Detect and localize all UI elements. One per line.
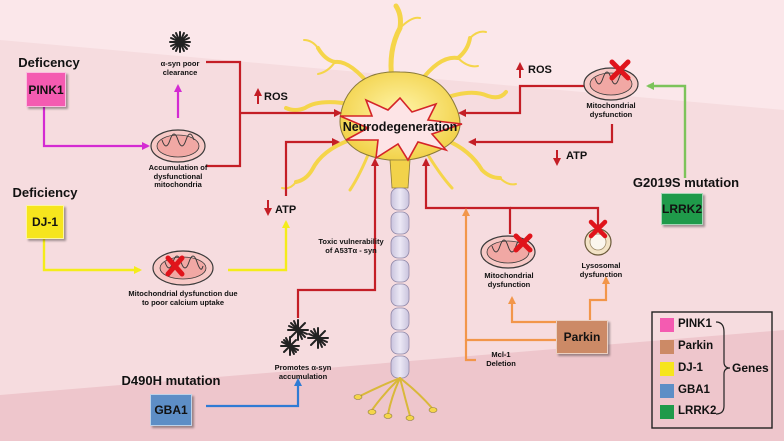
arrow-parkin-to-mito: [508, 296, 560, 324]
promotes-label: Promotes α-syn accumulation: [274, 363, 332, 381]
arrow-lyso-to-neuron: [510, 206, 600, 226]
gene-label-parkin: Parkin: [563, 330, 601, 344]
legend-swatch-lrrk2: [660, 405, 674, 419]
d490h-label: D490H mutation: [121, 373, 221, 388]
dj1-deficiency-label: Deficiency: [12, 185, 78, 200]
pink1-deficency-label: Deficency: [18, 55, 80, 70]
arrow-dj1-to-mito: [42, 238, 142, 274]
legend-swatch-dj1: [660, 362, 674, 376]
legend-label-dj1: DJ-1: [678, 362, 703, 374]
gene-box-lrrk2: LRRK2: [661, 193, 703, 225]
lyso-dys-label: Lysosomal dysfunction: [579, 261, 623, 279]
arrow-pink1-to-accumulation: [42, 106, 150, 150]
legend-group-label: Genes: [732, 361, 769, 375]
gene-label-lrrk2: LRRK2: [662, 202, 703, 216]
arrow-atp-left: [284, 138, 340, 196]
mcl1-label: Mcl-1 Deletion: [486, 350, 516, 368]
atp-right-label: ATP: [566, 150, 588, 162]
legend-label-pink1: PINK1: [678, 318, 712, 330]
ros-left-label: ROS: [264, 91, 288, 103]
g2019s-label: G2019S mutation: [632, 175, 740, 190]
gene-box-parkin: Parkin: [556, 320, 608, 354]
cross-icon: [609, 59, 631, 81]
neurodegeneration-label: Neurodegeneration: [342, 120, 458, 134]
gene-label-gba1: GBA1: [154, 403, 188, 417]
protein-aggregate-icon: [169, 31, 329, 356]
atp-left-label: ATP: [275, 204, 297, 216]
mito-dys-parkin-label: Mitochondrial dysfunction: [484, 271, 534, 289]
legend-swatch-gba1: [660, 384, 674, 398]
arrow-ros-right: [458, 84, 585, 117]
neurodegeneration-burst: [339, 96, 463, 162]
gene-label-dj1: DJ-1: [31, 215, 58, 229]
arrow-toxic-to-neuron: [296, 158, 379, 318]
arrow-atp-right: [468, 124, 614, 146]
legend-swatch-parkin: [660, 340, 674, 354]
lysosome-icon: [584, 228, 612, 256]
cross-icon: [165, 255, 185, 277]
arrow-mito-to-atp: [228, 220, 290, 272]
gene-box-gba1: GBA1: [150, 394, 192, 426]
gene-label-pink1: PINK1: [28, 82, 64, 97]
ros-right-label: ROS: [528, 64, 552, 76]
arrow-lrrk2-to-mito: [646, 82, 687, 178]
mitochondrion-icon: [150, 129, 206, 163]
mitochondrion-icon: [583, 67, 639, 101]
legend-label-lrrk2: LRRK2: [678, 405, 717, 417]
mito-dys-top-right-label: Mitochondrial dysfunction: [586, 101, 636, 119]
cross-icon: [588, 219, 608, 239]
arrow-gba1-to-accumulation: [206, 378, 302, 408]
arrow-mcl1-branch: [464, 340, 476, 362]
arrow-parkin-to-lysosome: [588, 276, 610, 320]
legend-brace: [715, 321, 731, 415]
toxic-label: Toxic vulnerability of A53Tα - syn: [318, 237, 384, 255]
legend-frame: [651, 311, 773, 429]
legend-label-gba1: GBA1: [678, 384, 710, 396]
accumulation-label: Accumulation of dysfunctional mitochondr…: [148, 163, 208, 190]
neuron-illustration: [281, 3, 517, 421]
mito-dys-calcium-label: Mitochondrial dysfunction due to poor ca…: [128, 289, 238, 307]
gene-box-pink1: PINK1: [26, 72, 66, 107]
legend-swatch-pink1: [660, 318, 674, 332]
gene-box-dj1: DJ-1: [26, 205, 64, 239]
legend-label-parkin: Parkin: [678, 340, 714, 352]
cross-icon: [513, 233, 533, 253]
asyn-clearance-label: α-syn poor clearance: [160, 59, 200, 77]
arrow-bracket-left: [206, 60, 242, 168]
